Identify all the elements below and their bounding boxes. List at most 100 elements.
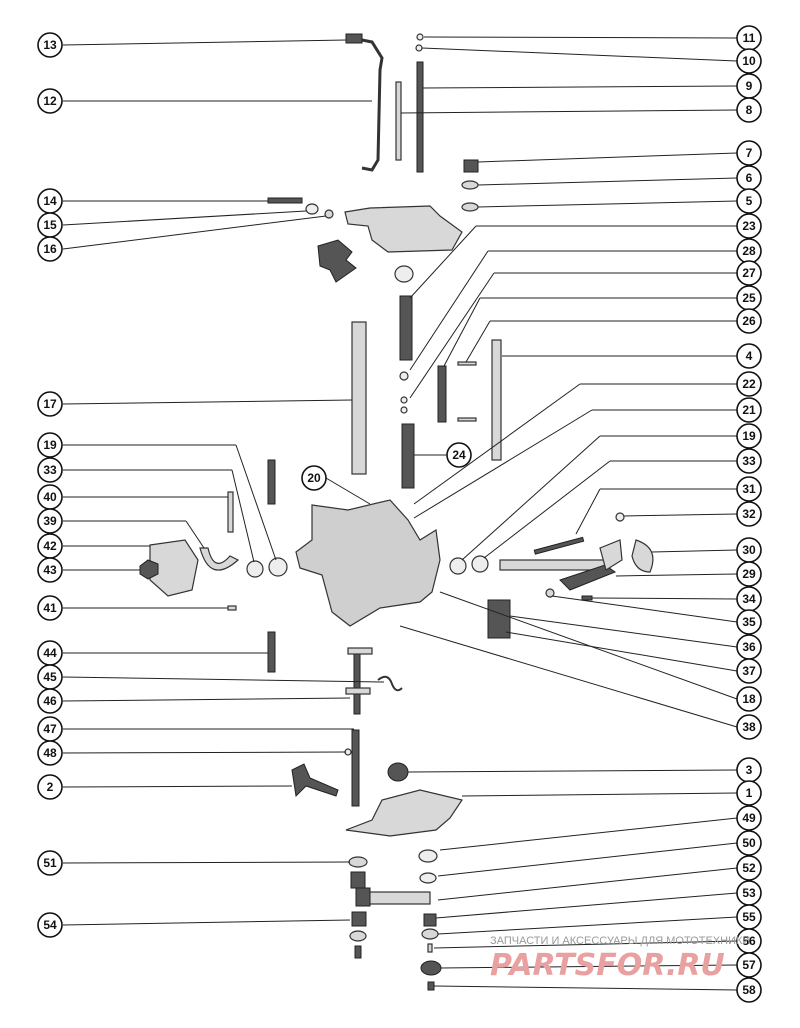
callout-label: 35 — [742, 615, 756, 629]
callout-37: 37 — [736, 658, 762, 684]
callout-52: 52 — [736, 855, 762, 881]
watermark-logo: PARTSFOR.RU — [490, 948, 725, 983]
callout-label: 52 — [742, 861, 756, 875]
callout-57: 57 — [736, 952, 762, 978]
callout-31: 31 — [736, 476, 762, 502]
callout-label: 21 — [742, 403, 756, 417]
callout-label: 34 — [742, 592, 756, 606]
part-tilt-tube — [367, 891, 431, 905]
callout-label: 19 — [742, 429, 756, 443]
part-o-ring — [399, 371, 409, 381]
part-washer — [461, 202, 479, 212]
part-nut — [463, 159, 479, 173]
callout-6: 6 — [736, 165, 762, 191]
part-nut — [545, 588, 555, 598]
callout-3: 3 — [736, 757, 762, 783]
callout-5: 5 — [736, 188, 762, 214]
leader-51 — [62, 861, 351, 864]
callout-21: 21 — [736, 397, 762, 423]
callout-54: 54 — [37, 912, 63, 938]
leader-32 — [623, 513, 738, 517]
parts-illustration — [139, 33, 654, 991]
leader-45 — [62, 676, 385, 683]
callout-label: 4 — [746, 349, 753, 363]
callout-58: 58 — [736, 977, 762, 1003]
part-washer — [348, 856, 368, 868]
callout-label: 33 — [43, 463, 57, 477]
callout-49: 49 — [736, 805, 762, 831]
leader-48 — [62, 751, 347, 754]
part-lock-rod — [353, 647, 361, 715]
callout-33-right: 33 — [736, 448, 762, 474]
callout-16: 16 — [37, 236, 63, 262]
callout-label: 16 — [43, 242, 57, 256]
callout-label: 49 — [742, 811, 756, 825]
leader-15 — [62, 210, 307, 226]
part-washer — [387, 762, 409, 782]
leader-34 — [591, 597, 738, 600]
part-cap-nut — [420, 960, 442, 976]
leader-58 — [433, 985, 738, 991]
part-spring — [377, 675, 403, 692]
leader-3 — [407, 769, 738, 773]
callout-35: 35 — [736, 609, 762, 635]
part-nut — [324, 209, 334, 219]
part-o-ring — [400, 406, 408, 414]
callout-label: 36 — [742, 640, 756, 654]
part-washer — [268, 557, 288, 577]
leader-25-b — [443, 297, 481, 367]
part-nut — [351, 911, 367, 927]
part-small-pin — [227, 605, 237, 611]
callout-29: 29 — [736, 561, 762, 587]
leader-23-b — [409, 225, 477, 299]
callout-label: 6 — [746, 171, 753, 185]
callout-label: 38 — [742, 720, 756, 734]
callout-label: 30 — [742, 543, 756, 557]
callout-label: 44 — [43, 646, 57, 660]
callout-32: 32 — [736, 501, 762, 527]
leader-6 — [477, 177, 738, 186]
part-washer — [394, 265, 414, 283]
callout-label: 31 — [742, 482, 756, 496]
callout-label: 20 — [307, 471, 321, 485]
callout-label: 25 — [742, 291, 756, 305]
leader-16 — [62, 215, 327, 250]
callout-label: 50 — [742, 836, 756, 850]
callout-label: 45 — [43, 670, 57, 684]
callout-7: 7 — [736, 140, 762, 166]
part-half-bushing — [199, 547, 240, 571]
callout-33-left: 33 — [37, 457, 63, 483]
callout-label: 3 — [746, 763, 753, 777]
leader-30 — [651, 549, 738, 553]
callout-19-right: 19 — [736, 423, 762, 449]
part-friction-pad — [487, 599, 511, 639]
callout-15: 15 — [37, 212, 63, 238]
leader-35 — [551, 595, 738, 623]
callout-label: 29 — [742, 567, 756, 581]
callout-25: 25 — [736, 285, 762, 311]
part-screw — [427, 981, 435, 991]
part-lock-bracket — [347, 647, 373, 655]
leader-54 — [62, 919, 351, 926]
callout-label: 9 — [746, 79, 753, 93]
leader-18 — [439, 591, 738, 700]
part-bolt — [267, 197, 303, 204]
part-clamp — [149, 539, 199, 597]
leader-10 — [421, 47, 738, 62]
leader-39-b — [185, 520, 205, 549]
leader-26-b — [465, 320, 491, 363]
part-rod-spring — [345, 33, 363, 44]
leader-55 — [437, 916, 738, 935]
callout-label: 46 — [43, 694, 57, 708]
leader-21-b — [413, 409, 593, 519]
callout-11: 11 — [736, 25, 762, 51]
part-rod-long — [416, 61, 424, 173]
callout-label: 26 — [742, 314, 756, 328]
leader-36 — [509, 615, 738, 648]
callout-label: 12 — [43, 94, 57, 108]
callout-label: 19 — [43, 438, 57, 452]
leader-5 — [477, 200, 738, 208]
leader-11 — [423, 36, 738, 39]
callout-19-left: 19 — [37, 432, 63, 458]
